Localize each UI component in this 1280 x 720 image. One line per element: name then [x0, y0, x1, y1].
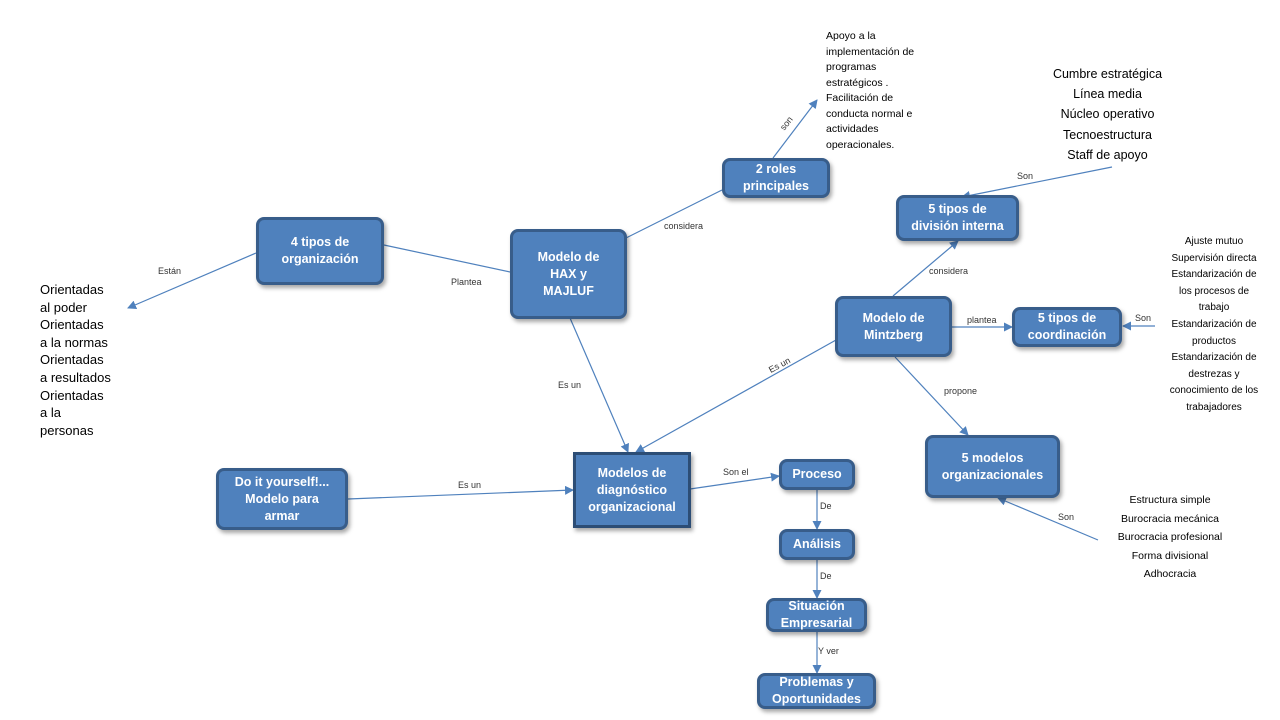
node-situacion-empresarial[interactable]: Situación Empresarial: [766, 598, 867, 632]
node-five-coordination[interactable]: 5 tipos de coordinación: [1012, 307, 1122, 347]
arrow-es-un-hax: [569, 317, 629, 453]
node-hax-majluf[interactable]: Modelo de HAX y MAJLUF: [510, 229, 627, 319]
edge-label-considera-mintz: considera: [929, 266, 969, 276]
edge-label-plantea-hax: Plantea: [451, 277, 482, 287]
arrow-son-el: [689, 472, 780, 490]
arrow-son-models: [997, 496, 1099, 541]
node-proceso[interactable]: Proceso: [779, 459, 855, 490]
node-diagnostic-models[interactable]: Modelos de diagnóstico organizacional: [573, 452, 691, 528]
edge-label-considera-hax: considera: [664, 221, 704, 231]
arrow-es-un-mintz: [635, 339, 837, 453]
node-five-division[interactable]: 5 tipos de división interna: [896, 195, 1019, 241]
arrow-propone: [894, 356, 969, 436]
node-five-models[interactable]: 5 modelos organizacionales: [925, 435, 1060, 498]
edge-label-es-un-hax: Es un: [558, 380, 582, 390]
node-analisis[interactable]: Análisis: [779, 529, 855, 560]
text-estructura-simple: Estructura simple Burocracia mecánica Bu…: [1117, 494, 1223, 580]
text-ajuste-mutuo: Ajuste mutuo Supervisión directa Estanda…: [1169, 236, 1259, 413]
arrow-estan: [127, 252, 257, 309]
edge-label-son-div: Son: [1017, 171, 1034, 181]
text-apoyo-roles: Apoyo a la implementación de programas e…: [826, 30, 915, 151]
arrow-son-div: [961, 166, 1113, 200]
edge-label-son-models: Son: [1058, 512, 1075, 522]
arrow-plantea-hax: [383, 244, 511, 273]
arrow-considera-hax: [625, 189, 723, 239]
edge-label-de-1: De: [820, 501, 832, 511]
text-cumbre-estrategica: Cumbre estratégica Línea media Núcleo op…: [1052, 67, 1163, 162]
arrow-son-roles: [772, 99, 818, 159]
arrow-considera-mintz: [892, 240, 959, 297]
arrow-es-un-diy: [347, 485, 574, 500]
node-do-it-yourself[interactable]: Do it yourself!... Modelo para armar: [216, 468, 348, 530]
edge-label-plantea-mintz: plantea: [967, 315, 997, 325]
node-four-types[interactable]: 4 tipos de organización: [256, 217, 384, 285]
node-mintzberg[interactable]: Modelo de Mintzberg: [835, 296, 952, 357]
edge-label-estan: Están: [158, 266, 182, 276]
node-problemas-oportunidades[interactable]: Problemas y Oportunidades: [757, 673, 876, 709]
node-two-roles[interactable]: 2 roles principales: [722, 158, 830, 198]
edge-label-es-un-diy: Es un: [458, 480, 482, 490]
edge-label-propone: propone: [944, 386, 978, 396]
edge-label-son-coord: Son: [1135, 313, 1152, 323]
text-orientadas: Orientadas al poder Orientadas a la norm…: [40, 282, 111, 438]
edge-label-son-el: Son el: [723, 467, 749, 477]
edge-label-de-2: De: [820, 571, 832, 581]
edge-label-y-ver: Y ver: [818, 646, 839, 656]
